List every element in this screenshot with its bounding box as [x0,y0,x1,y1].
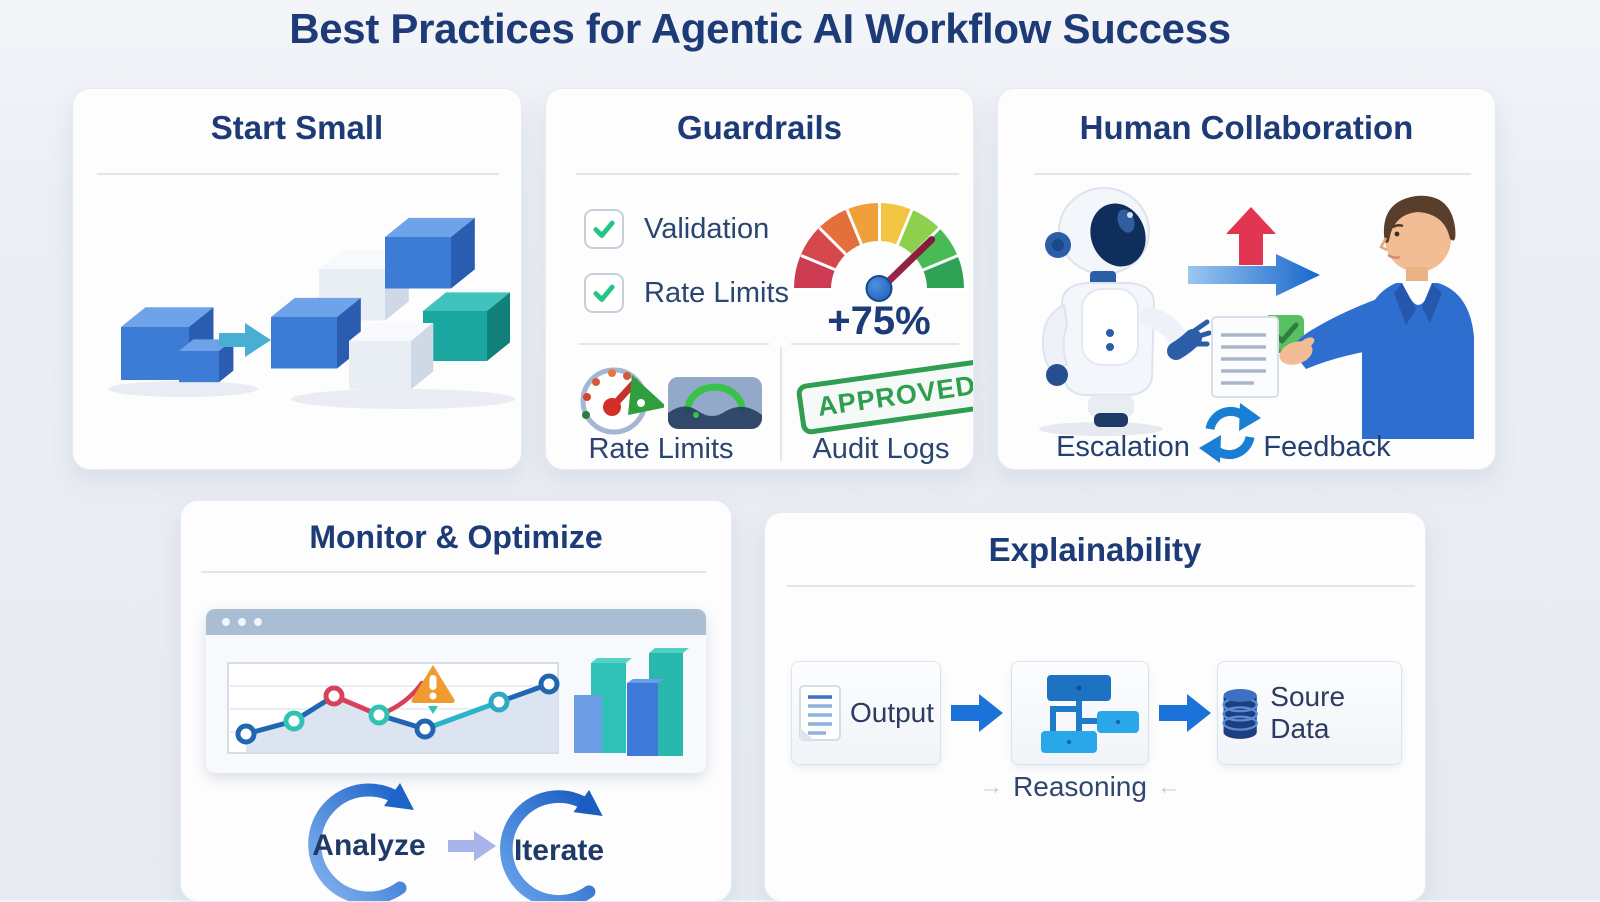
divider [579,343,769,345]
validation-checkbox[interactable] [584,209,624,249]
small-cubes-icon [121,307,234,383]
card-start-small: Start Small [72,88,522,470]
window-dot-icon [222,618,230,626]
approved-stamp: APPROVED [795,357,973,436]
output-label: Output [849,697,935,728]
divider [1034,173,1471,175]
warning-triangle-icon [411,665,455,714]
audit-logs-caption: Audit Logs [812,433,950,465]
card-human-collaboration: Human Collaboration [997,88,1496,470]
dashboard-charts [227,648,689,756]
rate-limits-checkbox[interactable] [584,273,624,313]
explainability-title: Explainability [988,531,1202,568]
window-dot-icon [254,618,262,626]
card-monitor-optimize: Monitor & Optimize [180,500,732,902]
source-data-label: Soure Data [1270,681,1346,744]
left-arrow-icon: ← [1156,773,1181,800]
divider [791,343,959,345]
source-data-node: Soure Data [1217,661,1402,765]
check-icon [593,284,615,302]
speedometer-icon [580,367,667,435]
browser-window [206,609,706,773]
flow-arrow-icon [448,831,496,861]
card-guardrails: Guardrails Validation Rate Limits +75% [545,88,974,470]
rate-limit-icons [580,367,766,435]
start-small-title: Start Small [210,109,384,146]
gauge-hub [865,275,893,302]
monitor-optimize-title: Monitor & Optimize [309,519,603,555]
line-chart-icon [227,662,560,754]
page-title: Best Practices for Agentic AI Workflow S… [289,5,1231,52]
rate-limits-checkbox-row: Rate Limits [584,273,789,313]
analyze-label: Analyze [312,829,426,862]
gauge-meter-icon [794,203,964,302]
shield-signal-icon [664,373,766,433]
database-icon [1222,689,1258,739]
bar-chart-icon [574,648,689,756]
output-node: Output [791,661,941,765]
rate-limits-caption: Rate Limits [588,433,734,465]
human-icon [1279,195,1474,439]
gauge-value: +75% [827,299,931,343]
guardrails-title: Guardrails [676,109,843,146]
browser-header [206,609,706,635]
divider [576,173,959,175]
card-explainability: Explainability Output [764,512,1426,902]
flow-arrow-icon [951,694,1003,732]
validation-label: Validation [644,212,770,245]
cubes-growth-illustration [108,217,515,409]
analyze-cycle-arrow-icon [308,783,414,901]
rate-limits-label: Rate Limits [644,276,790,309]
validation-checkbox-row: Validation [584,209,769,249]
grow-arrow-icon [219,323,271,357]
divider [787,585,1415,587]
human-collaboration-title: Human Collaboration [1079,109,1414,146]
flow-arrow-icon [1159,694,1211,732]
stacked-cubes-icon [271,217,510,390]
divider [201,571,706,573]
output-document-icon [798,685,841,741]
iterate-cycle-arrow-icon [500,789,603,901]
reasoning-caption: → Reasoning ← [965,771,1195,803]
reasoning-flowchart-icon [1041,675,1139,753]
feedback-label: Feedback [1263,431,1391,463]
divider [97,173,499,175]
right-arrow-icon: → [979,773,1004,800]
check-icon [593,220,615,238]
divider [780,347,782,461]
robot-icon [1039,187,1211,436]
window-dot-icon [238,618,246,626]
reasoning-node [1011,661,1149,765]
handoff-right-arrow-icon [1188,254,1320,296]
escalation-label: Escalation [1056,431,1190,463]
refresh-cycle-icon [1199,403,1261,463]
reasoning-label: Reasoning [1013,771,1147,802]
iterate-label: Iterate [513,834,605,867]
escalate-up-arrow-icon [1226,207,1276,265]
